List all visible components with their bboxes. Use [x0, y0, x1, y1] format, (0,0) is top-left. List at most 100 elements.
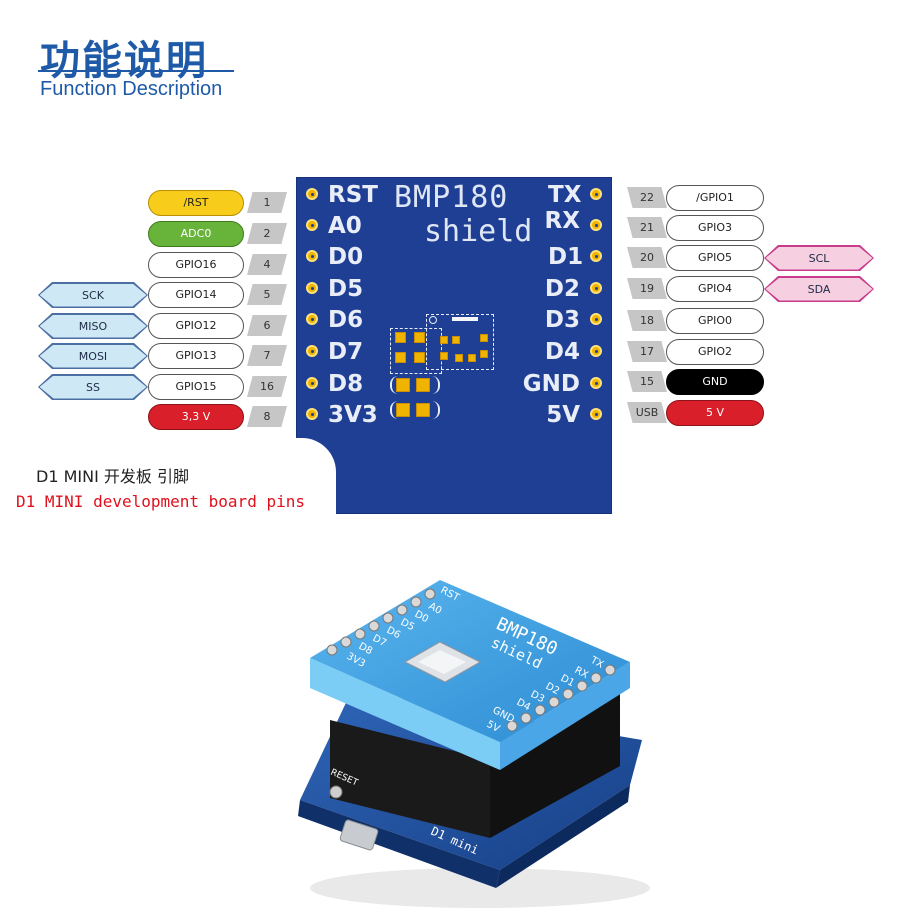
solder-pad: [455, 354, 463, 362]
pin-function-gpio12: GPIO12: [148, 313, 244, 339]
header-pin: [326, 644, 338, 656]
header-pin: [382, 612, 394, 624]
header-pin: [604, 664, 616, 676]
function-tag-mosi: MOSI: [38, 343, 148, 369]
usb-port: [339, 819, 379, 851]
pin-label-d3: D3: [544, 307, 580, 333]
shield-board-edge: [310, 658, 500, 770]
solder-pad: [396, 378, 410, 392]
pin-function-gpio0: GPIO0: [666, 308, 764, 334]
sensor-outline: [390, 328, 442, 374]
pin-function-gpio1: /GPIO1: [666, 185, 764, 211]
function-tag-label: SCK: [40, 284, 147, 307]
sensor-chip-top: [418, 650, 466, 674]
silkscreen-mark: [452, 317, 478, 321]
pin-label-d5: D5: [328, 276, 364, 302]
pad-d5: [306, 282, 318, 294]
pin-number: 17: [627, 341, 667, 362]
pin-label-3v3: 3V3: [328, 402, 378, 428]
pin-label-d0: D0: [328, 244, 364, 270]
header-pin: [410, 596, 422, 608]
solder-pad: [395, 332, 406, 343]
pin-function-gpio2: GPIO2: [666, 339, 764, 365]
board-subtitle: shield: [424, 214, 533, 249]
pin-number: USB: [627, 402, 667, 423]
pin-label-tx: TX: [548, 182, 582, 208]
pin-label-d4: D4: [544, 339, 580, 365]
pad-d6: [306, 313, 318, 325]
pin-label-d1: D1: [548, 244, 584, 270]
pin-number: 16: [247, 376, 287, 397]
pin-function-gpio14: GPIO14: [148, 282, 244, 308]
pin-label-d6: D6: [328, 307, 364, 333]
pin-function-adc0: ADC0: [148, 221, 244, 247]
pin-label-d2: D2: [544, 276, 580, 302]
pin-number: 8: [247, 406, 287, 427]
female-header-right: [490, 690, 620, 838]
product-photo: BMP180 shield RST A0 D0 D5 D6 D7 D8 3V3 …: [298, 580, 650, 908]
header-pin: [340, 636, 352, 648]
shield-board-edge: [500, 662, 630, 770]
pad-d4: [590, 345, 602, 357]
header-pin: [576, 680, 588, 692]
pin1-marker: [429, 316, 437, 324]
pin-number: 19: [627, 278, 667, 299]
solder-pad: [414, 332, 425, 343]
pad-d0: [306, 250, 318, 262]
function-tag-miso: MISO: [38, 313, 148, 339]
pin-number: 20: [627, 247, 667, 268]
function-tag-label: SCL: [766, 247, 873, 270]
header-pin: [590, 672, 602, 684]
cap-outline: [390, 376, 440, 394]
title-underline: [38, 70, 234, 72]
pin-function-gpio3: GPIO3: [666, 215, 764, 241]
header-pin: [396, 604, 408, 616]
pin-number: 4: [247, 254, 287, 275]
header-pin: [368, 620, 380, 632]
solder-pad: [468, 354, 476, 362]
caption-english: D1 MINI development board pins: [16, 492, 305, 511]
solder-pad: [480, 350, 488, 358]
shadow: [310, 868, 650, 908]
photo-pin-label: A0: [427, 601, 444, 617]
pin-number: 21: [627, 217, 667, 238]
pin-function-gpio13: GPIO13: [148, 343, 244, 369]
solder-pad: [395, 352, 406, 363]
pin-function-gpio16: GPIO16: [148, 252, 244, 278]
pin-function-3v3: 3,3 V: [148, 404, 244, 430]
pin-number: 7: [247, 345, 287, 366]
pin-number: 15: [627, 371, 667, 392]
pad-5v: [590, 408, 602, 420]
reset-button: [329, 785, 343, 799]
pad-d1: [590, 250, 602, 262]
pad-tx: [590, 188, 602, 200]
pin-function-gpio5: GPIO5: [666, 245, 764, 271]
pin-function-rst: /RST: [148, 190, 244, 216]
pin-function-gpio15: GPIO15: [148, 374, 244, 400]
function-tag-label: MOSI: [40, 345, 147, 368]
pin-label-5v: 5V: [546, 402, 580, 428]
pad-rx: [590, 219, 602, 231]
pad-a0: [306, 219, 318, 231]
caption-chinese: D1 MINI 开发板 引脚: [36, 467, 189, 486]
pin-number: 22: [627, 187, 667, 208]
pad-d8: [306, 377, 318, 389]
pin-label-gnd: GND: [522, 371, 580, 397]
pin-number: 2: [247, 223, 287, 244]
function-tag-scl: SCL: [764, 245, 874, 271]
pin-function-gnd: GND: [666, 369, 764, 395]
chip-outline: [426, 314, 494, 370]
pad-d7: [306, 345, 318, 357]
title-english: Function Description: [40, 78, 223, 100]
function-tag-ss: SS: [38, 374, 148, 400]
pin-label-a0: A0: [328, 213, 362, 239]
header-pin: [548, 696, 560, 708]
header-pin: [424, 588, 436, 600]
header-pin: [562, 688, 574, 700]
pin-number: 5: [247, 284, 287, 305]
pin-function-5v: 5 V: [666, 400, 764, 426]
solder-pad: [416, 378, 430, 392]
function-tag-label: MISO: [40, 315, 147, 338]
base-board-edge: [496, 785, 630, 888]
solder-pad: [440, 336, 448, 344]
